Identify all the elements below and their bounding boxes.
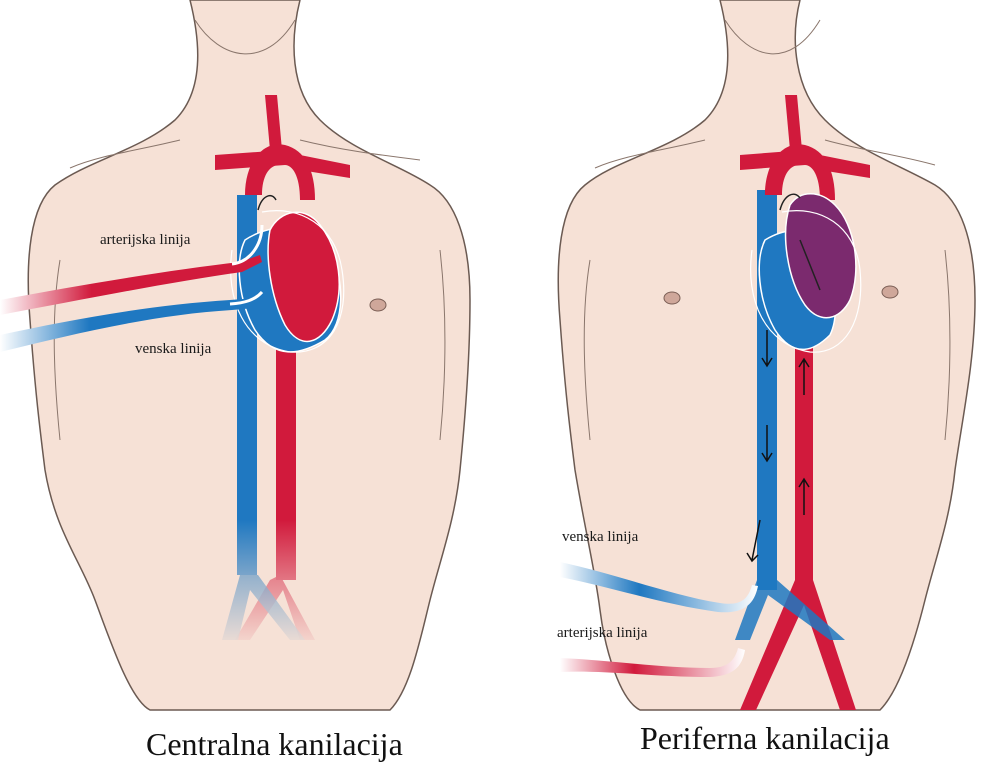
left-venous-label: venska linija [135,341,212,357]
left-fade [200,520,340,650]
left-nipple-right [370,299,386,311]
left-caption: Centralna kanilacija [146,726,403,763]
right-nipple-left [664,292,680,304]
right-venous-label: venska linija [562,529,639,545]
right-nipple-right [882,286,898,298]
right-arterial-label: arterijska linija [557,625,648,641]
right-caption: Periferna kanilacija [640,720,890,757]
left-arterial-label: arterijska linija [100,232,191,248]
